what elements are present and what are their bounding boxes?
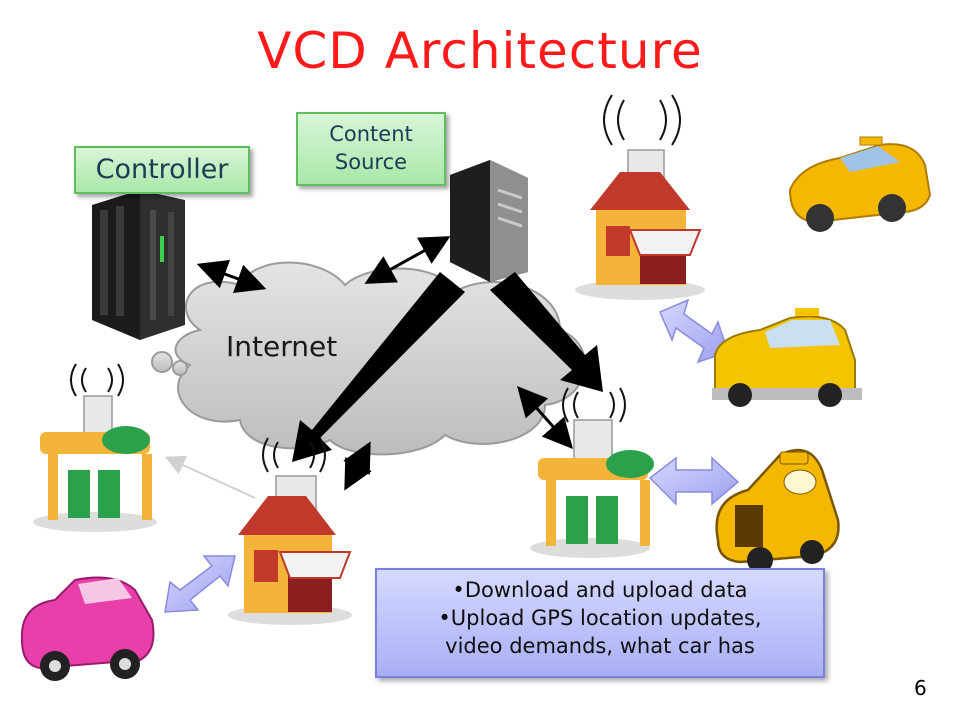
cartoon-taxi-icon — [715, 448, 840, 573]
thick-download-arrow-right — [490, 272, 603, 392]
thick-download-arrow-left — [292, 272, 465, 462]
note-item: •Upload GPS location updates, — [438, 606, 762, 630]
internet-label: Internet — [226, 330, 338, 363]
wireless-signal-icon — [70, 94, 681, 473]
note-box: •Download and upload data •Upload GPS lo… — [375, 568, 825, 678]
content-source-line2: Source — [334, 150, 408, 174]
source-internet-arrow — [364, 236, 451, 284]
controller-label: Controller — [74, 146, 250, 194]
vehicle-link-arrow-2 — [648, 456, 740, 506]
gas-station-icon — [33, 426, 157, 532]
slide-title: VCD Architecture — [257, 22, 703, 80]
taxi-icon — [788, 136, 932, 232]
server-tower-icon — [450, 160, 528, 282]
coffee-shop-icon — [228, 496, 352, 625]
pink-car-icon — [20, 576, 155, 681]
gas-station-icon — [530, 450, 654, 558]
note-item-continued: video demands, what car has — [445, 634, 755, 658]
content-source-label: Content Source — [296, 112, 446, 186]
note-item: •Download and upload data — [452, 578, 748, 602]
controller-internet-arrow — [196, 260, 267, 293]
shop-to-gasstation-arrow — [164, 455, 256, 499]
coffee-shop-icon — [575, 172, 705, 300]
gasstation-internet-arrow — [517, 386, 573, 449]
taxi-icon — [712, 308, 862, 407]
content-source-line1: Content — [329, 122, 413, 146]
page-number: 6 — [914, 676, 927, 700]
shop-internet-arrow — [343, 441, 372, 491]
vehicle-link-arrow-3 — [164, 555, 236, 613]
server-rack-icon — [92, 190, 185, 340]
